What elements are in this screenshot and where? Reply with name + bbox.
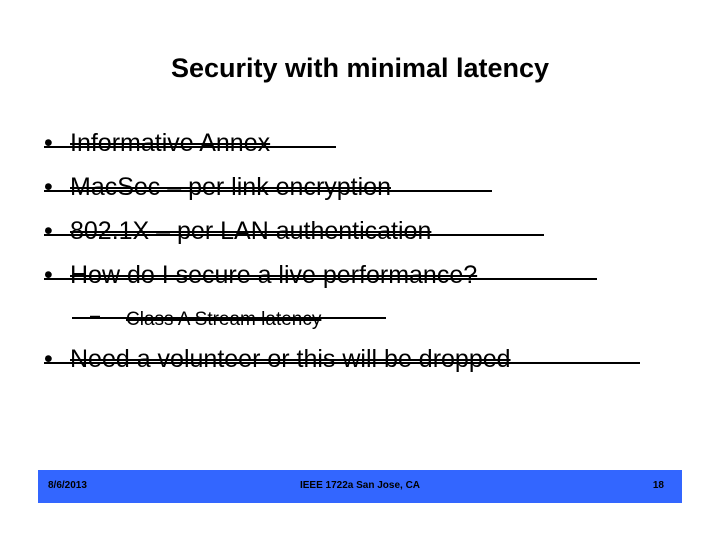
- slide-title: Security with minimal latency: [170, 53, 550, 83]
- bullet-marker-icon: –: [90, 305, 101, 325]
- list-item[interactable]: • MacSec – per link encryption: [44, 175, 664, 219]
- bullet-marker-icon: •: [44, 345, 53, 373]
- list-item-label: 802.1X – per LAN authentication: [70, 217, 432, 245]
- list-item[interactable]: • Informative Annex: [44, 131, 664, 175]
- list-item[interactable]: • How do I secure a live performance?: [44, 263, 664, 307]
- bullet-marker-icon: •: [44, 173, 53, 201]
- bullet-marker-icon: •: [44, 129, 53, 157]
- list-item[interactable]: – Class A Stream latency: [44, 305, 664, 347]
- list-item-label: MacSec – per link encryption: [70, 173, 391, 201]
- bullet-marker-icon: •: [44, 217, 53, 245]
- list-item-label: Informative Annex: [70, 129, 271, 157]
- slide-footer-bar: 8/6/2013 IEEE 1722a San Jose, CA 18: [38, 470, 682, 503]
- list-item[interactable]: • Need a volunteer or this will be dropp…: [44, 347, 664, 391]
- list-item-label: How do I secure a live performance?: [70, 261, 478, 289]
- bullet-marker-icon: •: [44, 261, 53, 289]
- list-item[interactable]: • 802.1X – per LAN authentication: [44, 219, 664, 263]
- list-item-label: Need a volunteer or this will be dropped: [70, 345, 511, 373]
- list-item-label: Class A Stream latency: [126, 309, 322, 330]
- footer-date: 8/6/2013: [48, 480, 87, 491]
- bullet-list: • Informative Annex • MacSec – per link …: [44, 131, 664, 391]
- footer-page-number: 18: [652, 480, 664, 491]
- footer-event-label: IEEE 1722a San Jose, CA: [299, 480, 421, 491]
